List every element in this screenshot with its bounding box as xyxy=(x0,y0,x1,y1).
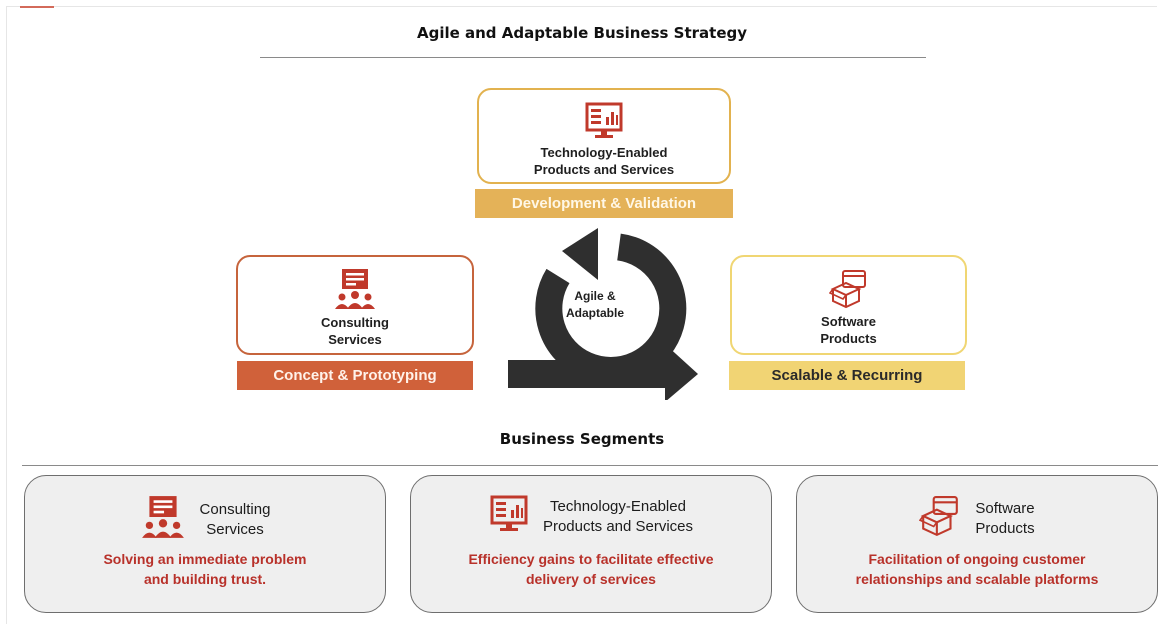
software-box-icon xyxy=(919,495,961,542)
segment-card-consulting: Consulting Services Solving an immediate… xyxy=(24,475,386,613)
node-software-label: Software Products xyxy=(820,314,877,346)
segments-title: Business Segments xyxy=(499,430,665,448)
cycle-tail xyxy=(508,360,668,388)
segment-card-title: Technology-Enabled Products and Services xyxy=(542,497,694,535)
band-concept-prototyping: Concept & Prototyping xyxy=(237,361,473,390)
segment-card-description: Facilitation of ongoing customer relatio… xyxy=(855,551,1099,587)
presenter-audience-icon xyxy=(333,268,377,310)
cycle-tail-arrowhead xyxy=(665,344,698,400)
node-technology-enabled: Technology-Enabled Products and Services xyxy=(477,88,731,184)
cycle-arrowhead xyxy=(562,228,598,280)
cycle-label: Agile & Adaptable xyxy=(565,289,624,320)
node-consulting: Consulting Services xyxy=(236,255,474,355)
node-software: Software Products xyxy=(730,255,967,355)
node-consulting-label: Consulting Services xyxy=(321,315,389,347)
corner-accent xyxy=(20,6,54,8)
segment-card-title: Software Products xyxy=(975,499,1035,537)
segment-card-title: Consulting Services xyxy=(199,500,271,538)
segment-card-description: Efficiency gains to facilitate effective… xyxy=(468,551,714,587)
segment-card-software: Software Products Facilitation of ongoin… xyxy=(796,475,1158,613)
software-box-icon xyxy=(828,269,869,309)
monitor-chart-icon xyxy=(584,102,624,140)
presenter-audience-icon xyxy=(140,495,186,544)
agile-cycle-graphic xyxy=(508,228,698,400)
segments-rule xyxy=(22,465,1158,466)
page-frame xyxy=(6,6,1157,624)
band-scalable-recurring: Scalable & Recurring xyxy=(729,361,965,390)
node-technology-enabled-label: Technology-Enabled Products and Services xyxy=(533,145,675,177)
diagram-title: Agile and Adaptable Business Strategy xyxy=(416,24,748,42)
segment-card-description: Solving an immediate problem and buildin… xyxy=(103,551,307,587)
monitor-chart-icon xyxy=(489,495,529,538)
title-rule xyxy=(260,57,926,58)
band-development-validation: Development & Validation xyxy=(475,189,733,218)
segment-card-technology: Technology-Enabled Products and Services… xyxy=(410,475,772,613)
